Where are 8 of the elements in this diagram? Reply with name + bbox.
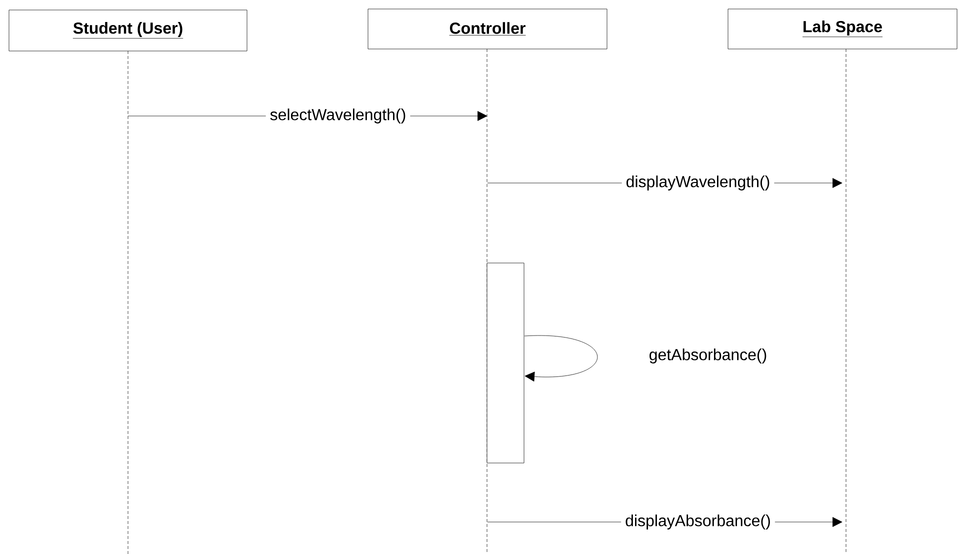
message-label: displayWavelength() [622, 174, 774, 192]
message-label: selectWavelength() [266, 106, 410, 126]
self-message-arrow [524, 335, 598, 382]
message-label: displayAbsorbance() [621, 512, 775, 532]
object-header-box: Controller [368, 8, 608, 50]
object-header-box: Lab Space [728, 8, 958, 50]
object-header-box: Student (User) [8, 10, 248, 52]
message-label: getAbsorbance() [644, 346, 772, 366]
